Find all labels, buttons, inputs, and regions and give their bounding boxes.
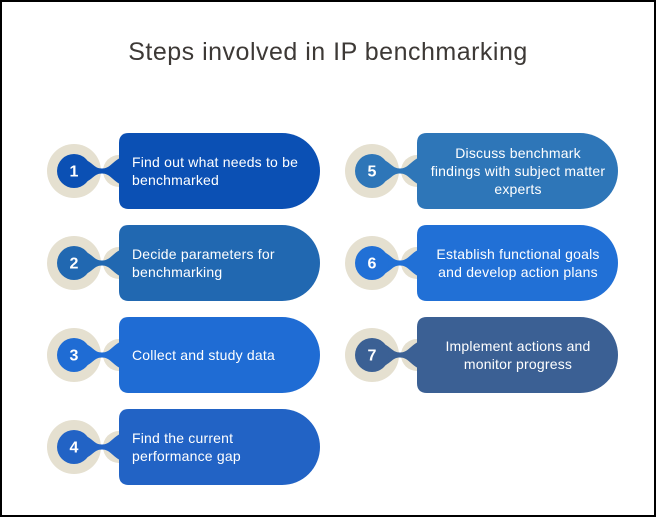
pill-shape bbox=[417, 317, 618, 393]
step-label: Find out what needs to be benchmarked bbox=[132, 153, 299, 188]
step-item-6: 6 Establish functional goals and develop… bbox=[340, 220, 640, 306]
pill-shape bbox=[119, 317, 320, 393]
step-number: 7 bbox=[368, 348, 377, 365]
connector-shape bbox=[380, 158, 418, 184]
step-item-2: 2 Decide parameters for benchmarking bbox=[42, 220, 342, 306]
step-graphic: 5 bbox=[345, 133, 618, 209]
step-number: 4 bbox=[70, 440, 79, 457]
step-graphic: 1 bbox=[47, 133, 320, 209]
step-number: 2 bbox=[70, 256, 79, 273]
step-graphic: 7 bbox=[345, 317, 618, 393]
pill-shape bbox=[417, 225, 618, 301]
pill-shape bbox=[417, 133, 618, 209]
step-graphic: 6 bbox=[345, 225, 618, 301]
number-circle bbox=[355, 246, 389, 280]
pill-shape bbox=[119, 409, 320, 485]
step-number: 1 bbox=[70, 164, 79, 181]
number-circle bbox=[355, 154, 389, 188]
step-item-4: 4 Find the current performance gap bbox=[42, 404, 342, 490]
step-label: Find the current performance gap bbox=[132, 429, 241, 464]
number-circle bbox=[57, 154, 91, 188]
connector-shape bbox=[380, 250, 418, 276]
connector-shape bbox=[82, 342, 120, 368]
connector-shape bbox=[380, 342, 418, 368]
step-label: Decide parameters for benchmarking bbox=[132, 245, 275, 280]
number-circle bbox=[57, 430, 91, 464]
step-item-5: 5 Discuss benchmark findings with subjec… bbox=[340, 128, 640, 214]
pill-shape bbox=[119, 225, 320, 301]
step-number: 3 bbox=[70, 348, 79, 365]
step-item-7: 7 Implement actions and monitor progress bbox=[340, 312, 640, 398]
number-circle bbox=[57, 246, 91, 280]
step-label: Implement actions and monitor progress bbox=[445, 337, 591, 372]
step-graphic: 2 bbox=[47, 225, 320, 301]
page-title: Steps involved in IP benchmarking bbox=[128, 38, 528, 66]
step-number: 6 bbox=[368, 256, 377, 273]
step-item-3: 3 Collect and study data bbox=[42, 312, 342, 398]
step-item-1: 1 Find out what needs to be benchmarked bbox=[42, 128, 342, 214]
connector-shape bbox=[82, 158, 120, 184]
connector-shape bbox=[82, 250, 120, 276]
step-label: Collect and study data bbox=[132, 346, 275, 363]
pill-shape bbox=[119, 133, 320, 209]
step-graphic: 4 bbox=[47, 409, 320, 485]
step-label: Establish functional goals and develop a… bbox=[436, 245, 600, 280]
step-label: Discuss benchmark findings with subject … bbox=[430, 144, 606, 198]
step-number: 5 bbox=[368, 164, 377, 181]
connector-shape bbox=[82, 434, 120, 460]
step-graphic: 3 bbox=[47, 317, 320, 393]
number-circle bbox=[355, 338, 389, 372]
number-circle bbox=[57, 338, 91, 372]
